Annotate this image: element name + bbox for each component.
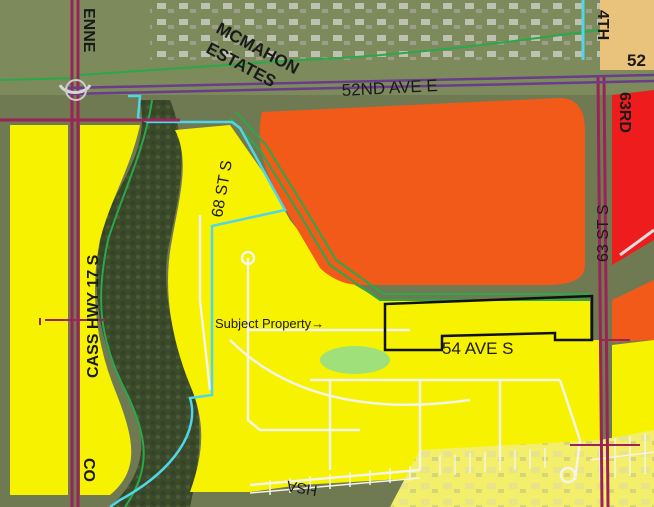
cul-de-sac-2 xyxy=(559,466,577,484)
intersection-circle xyxy=(65,79,87,101)
local-streets xyxy=(198,215,582,487)
zone-commercial-orange xyxy=(259,98,585,285)
label-63-st: 63 ST S xyxy=(595,204,612,262)
road-ticks xyxy=(39,318,640,446)
label-54-ave: 54 AVE S xyxy=(442,339,514,358)
label-co: CO xyxy=(80,458,97,482)
ramp-east xyxy=(619,228,654,257)
zone-commercial-orange-east xyxy=(612,280,654,342)
subject-property-callout: Subject Property→ xyxy=(215,316,324,331)
label-enne: ENNE xyxy=(80,8,97,53)
major-road-52nd xyxy=(67,73,654,96)
label-hsa: HSA xyxy=(285,477,318,499)
label-63rd: 63RD xyxy=(616,92,633,133)
park-green-area xyxy=(320,346,390,374)
subject-property-outline xyxy=(383,294,594,352)
trail-cyan xyxy=(109,94,287,507)
major-roads xyxy=(0,0,610,507)
zone-commercial-red xyxy=(612,90,654,265)
label-cass-hwy: CASS HWY 17 S xyxy=(85,254,102,378)
roundabout xyxy=(58,84,92,94)
greenway-trails xyxy=(0,29,601,507)
label-4th: 4TH xyxy=(594,10,611,40)
houses-north xyxy=(150,0,610,60)
parcel-tan xyxy=(600,0,654,70)
lot-lines xyxy=(249,434,654,495)
cul-de-sac-1 xyxy=(240,250,256,266)
zone-residential-west xyxy=(10,125,68,495)
label-52-cut: 52 xyxy=(627,51,646,70)
zone-residential-west-2 xyxy=(80,125,140,495)
